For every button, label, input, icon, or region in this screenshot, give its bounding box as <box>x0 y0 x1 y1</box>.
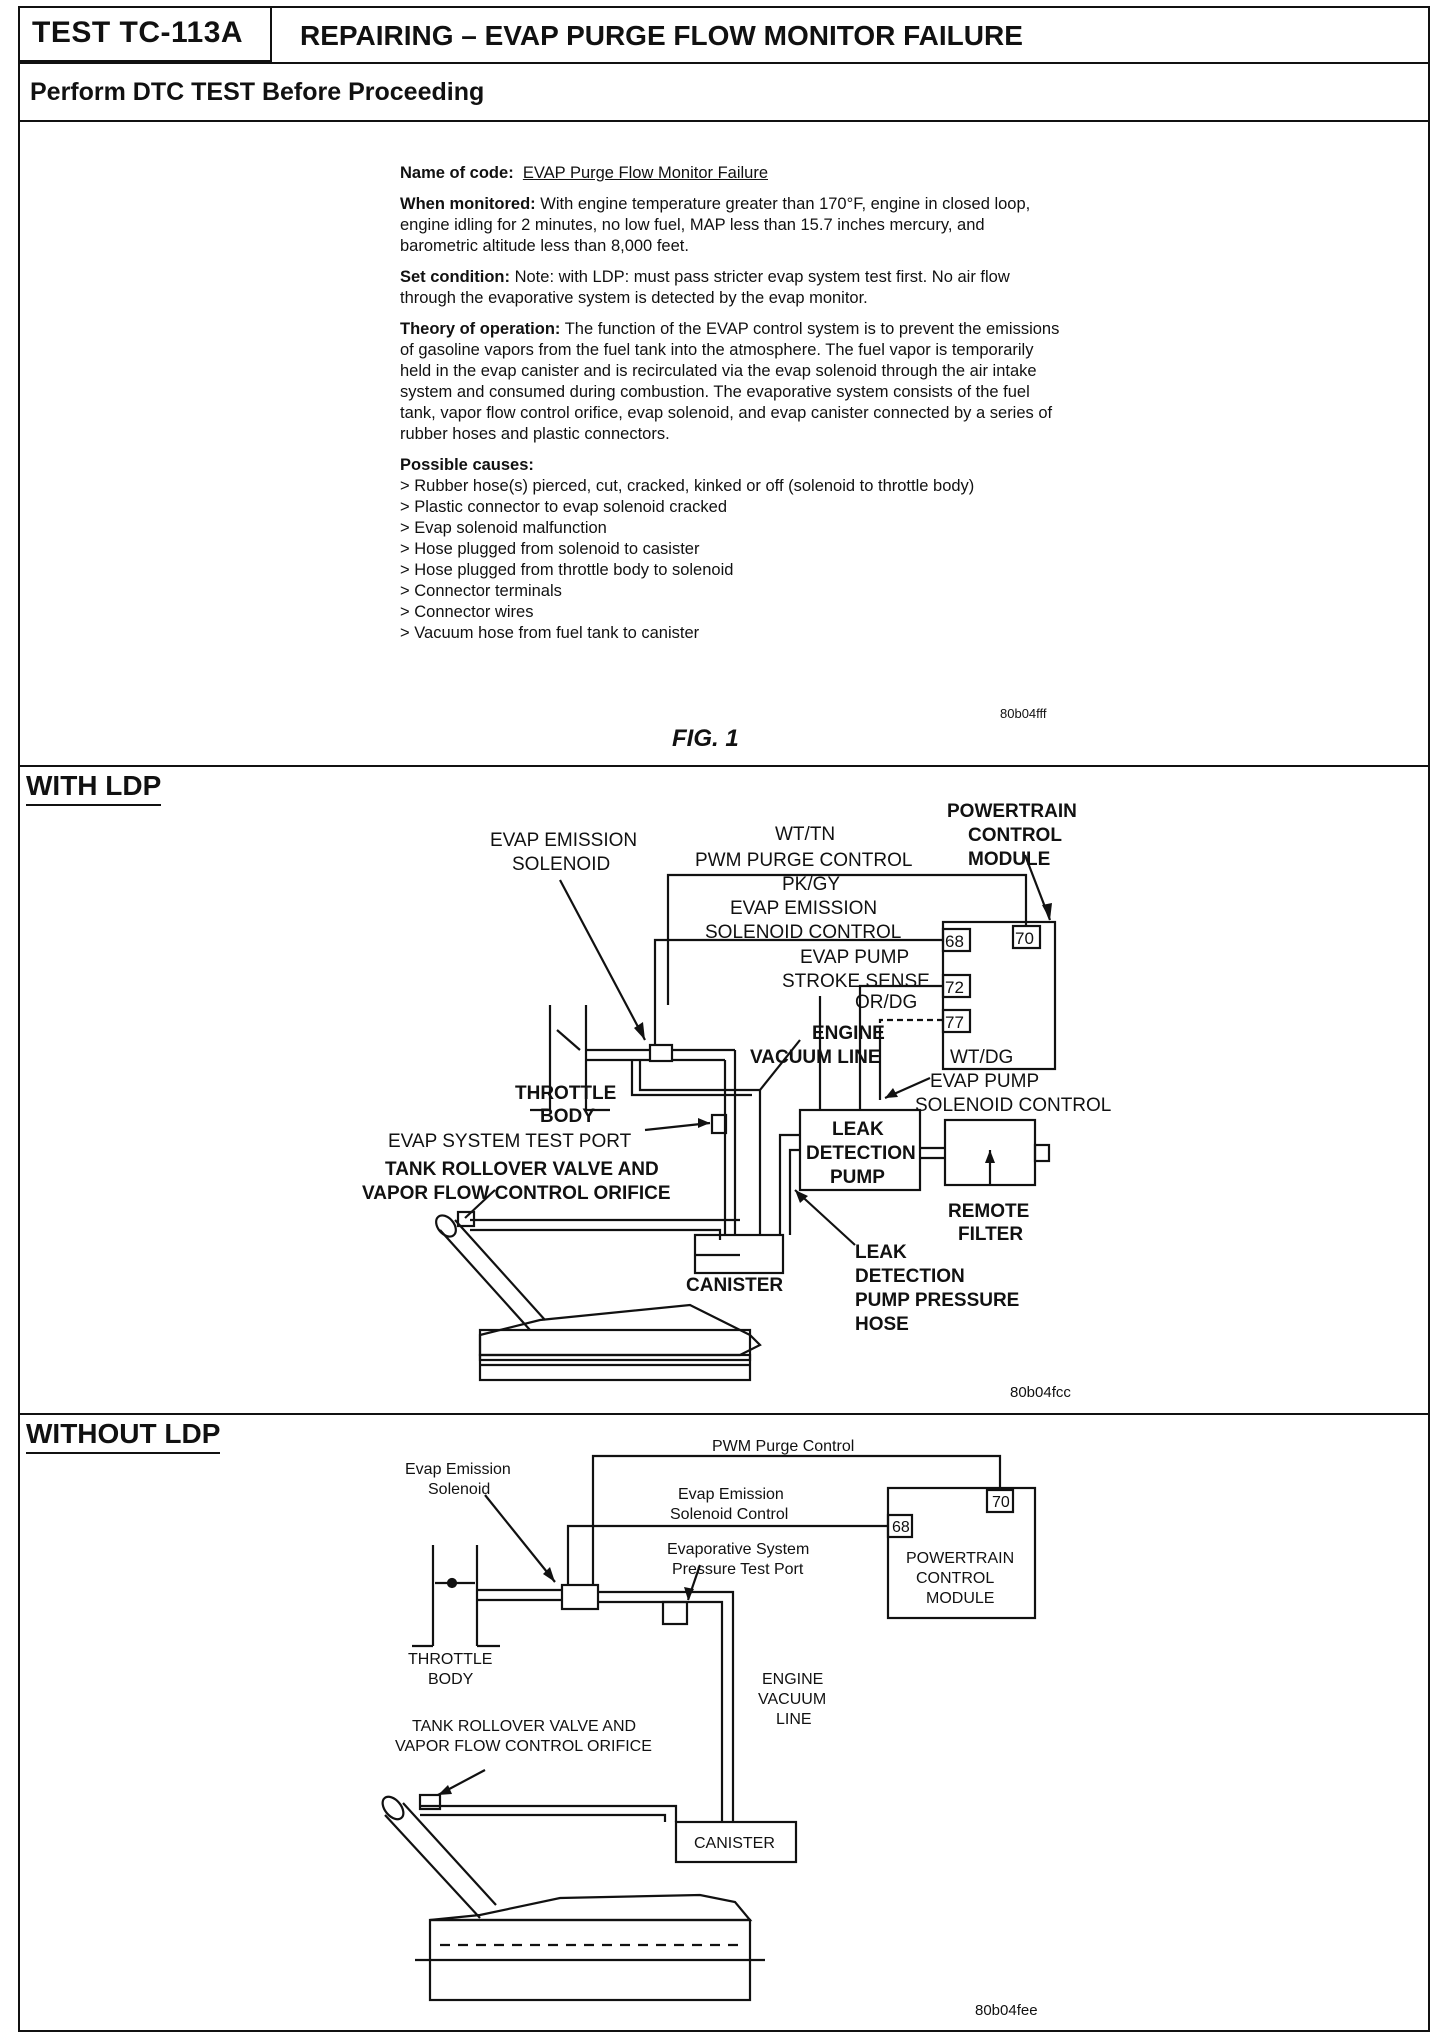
theory-of-operation: Theory of operation: The function of the… <box>400 320 1060 443</box>
list-item: Vacuum hose from fuel tank to canister <box>400 623 1060 644</box>
name-of-code: Name of code: EVAP Purge Flow Monitor Fa… <box>400 164 769 182</box>
divider <box>18 120 1430 122</box>
possible-causes-list: Rubber hose(s) pierced, cut, cracked, ki… <box>400 476 1060 644</box>
list-item: Connector terminals <box>400 581 1060 602</box>
list-item: Rubber hose(s) pierced, cut, cracked, ki… <box>400 476 1060 497</box>
test-id: TEST TC-113A <box>18 6 272 62</box>
possible-causes-label: Possible causes: <box>400 456 534 474</box>
figure-label: FIG. 1 <box>672 725 739 752</box>
page-frame <box>18 6 1430 2032</box>
divider <box>18 62 1430 64</box>
divider <box>18 765 1430 767</box>
list-item: Hose plugged from throttle body to solen… <box>400 560 1060 581</box>
subheader: Perform DTC TEST Before Proceeding <box>30 78 485 106</box>
code-description: Name of code: EVAP Purge Flow Monitor Fa… <box>400 163 1060 644</box>
when-monitored: When monitored: With engine temperature … <box>400 195 1031 255</box>
set-condition: Set condition: Note: with LDP: must pass… <box>400 268 1010 307</box>
with-ldp-title: WITH LDP <box>26 770 162 806</box>
list-item: Plastic connector to evap solenoid crack… <box>400 497 1060 518</box>
without-ldp-title: WITHOUT LDP <box>26 1418 221 1454</box>
list-item: Connector wires <box>400 602 1060 623</box>
list-item: Hose plugged from solenoid to casister <box>400 539 1060 560</box>
divider <box>18 1413 1430 1415</box>
figure-code: 80b04fff <box>1000 706 1047 721</box>
list-item: Evap solenoid malfunction <box>400 518 1060 539</box>
test-title: REPAIRING – EVAP PURGE FLOW MONITOR FAIL… <box>300 20 1023 51</box>
